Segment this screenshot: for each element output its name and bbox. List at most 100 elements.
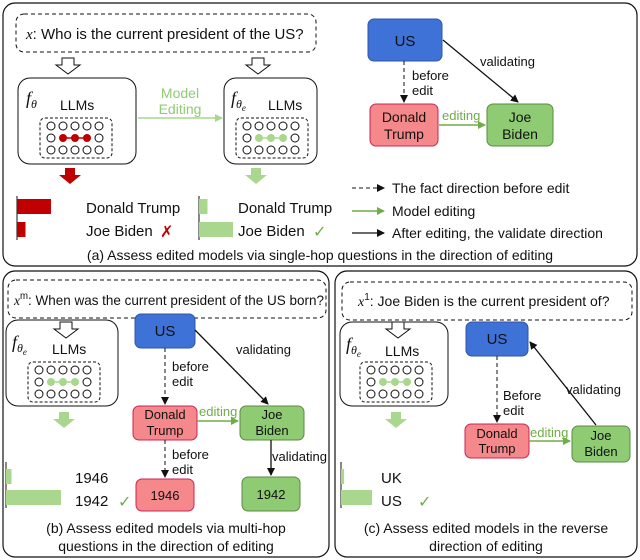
- panel-b-edge-before2-1: before: [172, 447, 209, 462]
- panel-a-edge-before-1: before: [412, 68, 449, 83]
- panel-c-neurons: [366, 365, 424, 399]
- panel-b-node-1942: [241, 476, 301, 512]
- panel-a-llm-box-right: [223, 77, 318, 165]
- panel-a-editing-label: Editing: [159, 101, 202, 117]
- panel-b-caption-2: questions in the direction of editing: [58, 538, 274, 554]
- panel-b-bar-1: [6, 469, 12, 484]
- panel-a-caption: (a) Assess edited models via single-hop …: [87, 247, 553, 263]
- panel-c-frame: [334, 270, 638, 558]
- panel-a-left-bar-1: [17, 199, 51, 214]
- panel-c-edge-before-2: edit: [503, 403, 524, 418]
- panel-b-frame: [2, 270, 330, 558]
- panel-c-edge-editing-label: editing: [530, 425, 568, 440]
- panel-b-edge-validating: [194, 329, 269, 405]
- panel-a-f-theta-e: fθe: [231, 88, 246, 113]
- panel-c-llms: LLMs: [385, 343, 419, 359]
- panel-a-edge-editing-label: editing: [442, 108, 480, 123]
- panel-c-question-box: [341, 281, 633, 321]
- panel-c-edge-validating: [529, 341, 597, 426]
- panel-b-node-biden-line2: Biden: [255, 423, 288, 438]
- panel-b-node-1942-label: 1942: [257, 487, 286, 502]
- legend-label-validate: After editing, the validate direction: [392, 225, 603, 241]
- legend-label-editing: Model editing: [392, 203, 475, 219]
- panel-a-node-biden-line1: Joe: [509, 109, 532, 125]
- panel-a-check-mark: ✓: [313, 224, 326, 241]
- panel-b-node-us-label: US: [155, 323, 176, 340]
- panel-b-edge-before-1: before: [172, 359, 209, 374]
- panel-a-network-left: [39, 117, 113, 159]
- panel-b-bar-label-2: 1942: [75, 493, 108, 510]
- panel-a-node-biden: [486, 103, 554, 147]
- panel-a-llms-right: LLMs: [268, 97, 302, 113]
- panel-a-right-label-2: Joe Biden: [238, 223, 305, 240]
- panel-b-llm-box: [5, 319, 119, 407]
- panel-b-node-1946-label: 1946: [151, 488, 180, 503]
- panel-b-edge-editing-label: editing: [199, 404, 237, 419]
- panel-b-f-theta-e: fθe: [12, 332, 27, 357]
- panel-c-node-trump-line2: Trump: [478, 441, 515, 456]
- panel-c-check-mark: ✓: [418, 494, 431, 511]
- panel-a-node-trump-line2: Trump: [384, 126, 424, 142]
- panel-a-node-us: [367, 18, 443, 62]
- panel-c-network: [359, 361, 433, 403]
- panel-b-edge-validating2-label: validating: [272, 449, 327, 464]
- panel-a-question: x: Who is the current president of the U…: [25, 26, 304, 43]
- panel-c-question: x1: Joe Biden is the current president o…: [357, 292, 610, 310]
- panel-a-edge-validating: [442, 39, 519, 103]
- legend-label-before: The fact direction before edit: [392, 180, 570, 196]
- panel-c-edge-validating-label: validating: [566, 382, 621, 397]
- panel-a-left-bars: [17, 199, 51, 237]
- panel-a-network-right: [235, 117, 309, 159]
- panel-c-edge-before-1: Before: [503, 388, 541, 403]
- panel-c-caption-1: (c) Assess edited models in the reverse: [364, 520, 609, 536]
- panel-c-node-biden-line2: Biden: [584, 444, 617, 459]
- panel-c-bar-1: [341, 469, 345, 484]
- panel-a-f-theta: fθ: [26, 88, 37, 111]
- panel-c-node-trump-line1: Donald: [476, 426, 517, 441]
- panel-b-question: xm: When was the current president of th…: [13, 291, 324, 309]
- panel-a-left-bar-2: [17, 222, 26, 237]
- panel-a-right-bars: [199, 199, 233, 237]
- panel-b-bar-label-1: 1946: [75, 470, 108, 487]
- panel-a-frame: [2, 2, 638, 267]
- panel-a-right-label-1: Donald Trump: [238, 200, 332, 217]
- panel-b-bar-2: [6, 490, 61, 505]
- panel-c-green-arrow: [385, 412, 407, 428]
- panel-b-hollow-arrow: [52, 321, 80, 339]
- panel-a-hollow-arrow-right: [244, 57, 272, 75]
- panel-b-green-arrow: [53, 412, 75, 428]
- panel-b-node-trump-line2: Trump: [146, 423, 183, 438]
- panel-a-right-bar-2: [199, 222, 233, 237]
- panel-a-model-label: Model: [161, 85, 199, 101]
- panel-c-caption-2: direction of editing: [429, 538, 543, 554]
- panel-b-caption-1: (b) Assess edited models via multi-hop: [46, 520, 286, 536]
- panel-a-edge-before-2: edit: [412, 83, 433, 98]
- panel-c-bar-2: [341, 490, 372, 505]
- panel-a-left-label-1: Donald Trump: [86, 200, 180, 217]
- panel-b-llms: LLMs: [52, 341, 86, 357]
- panel-a-node-biden-line2: Biden: [502, 126, 538, 142]
- panel-c-f-theta-e: fθe: [346, 334, 361, 359]
- panel-b-node-biden-line1: Joe: [262, 407, 283, 422]
- panel-c-hollow-arrow: [384, 321, 412, 339]
- panel-b-node-trump-line1: Donald: [144, 407, 185, 422]
- panel-b-edge-validating-label: validating: [236, 342, 291, 357]
- panel-c-node-us-label: US: [487, 331, 508, 348]
- panel-c-node-biden-line1: Joe: [591, 428, 612, 443]
- panel-a-cross-mark: ✗: [160, 224, 173, 241]
- panel-c-llm-box: [339, 321, 449, 407]
- panel-a-node-trump: [369, 103, 439, 147]
- panel-a-edge-validating-label: validating: [480, 54, 535, 69]
- panel-a-llms-left: LLMs: [60, 97, 94, 113]
- panel-a-red-arrow: [59, 168, 81, 184]
- panel-a-node-trump-line1: Donald: [382, 109, 426, 125]
- panel-a-neurons-left: [46, 121, 104, 155]
- panel-a-question-box: [15, 13, 317, 53]
- panel-b-node-biden: [239, 405, 305, 441]
- panel-c-bar-label-2: US: [381, 493, 402, 510]
- panel-a-right-bar-1: [199, 199, 208, 214]
- panel-c-node-biden: [571, 425, 631, 463]
- panel-b-edge-before-2: edit: [172, 374, 193, 389]
- panel-a-node-us-label: US: [395, 33, 416, 50]
- panel-a-green-arrow: [245, 168, 267, 184]
